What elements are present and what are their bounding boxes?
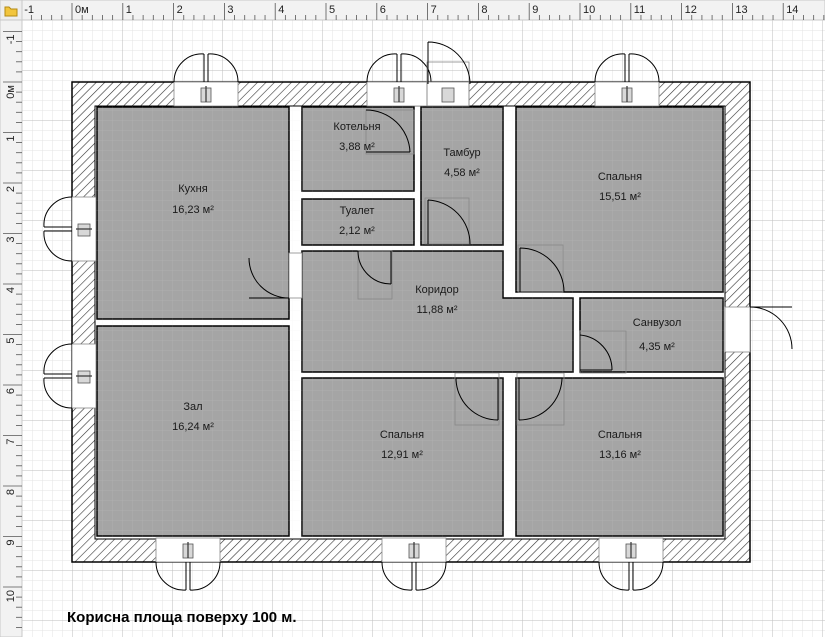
- door-icon[interactable]: [357, 250, 393, 300]
- ruler-label: 9: [532, 4, 538, 16]
- ruler-label: 12: [685, 4, 697, 16]
- ruler-label: 13: [735, 4, 747, 16]
- ruler-label: -1: [24, 4, 34, 16]
- room-name: Спальня: [598, 171, 642, 183]
- room-area: 2,12 м²: [339, 225, 375, 237]
- room-area: 12,91 м²: [381, 449, 423, 461]
- door-icon[interactable]: [426, 81, 470, 107]
- room-area: 3,88 м²: [339, 141, 375, 153]
- ruler-label: 0м: [75, 4, 89, 16]
- window-icon[interactable]: [598, 537, 664, 591]
- ruler-label: 6: [380, 4, 386, 16]
- room-name: Спальня: [598, 429, 642, 441]
- room-labels: Кухня 16,23 м² Котельня 3,88 м² Тамбур 4…: [172, 121, 681, 461]
- windows-layer: [43, 53, 744, 591]
- ruler-label: -1: [5, 35, 17, 45]
- window-icon[interactable]: [43, 343, 97, 409]
- door-icon[interactable]: [424, 197, 471, 245]
- floor-area-caption: Корисна площа поверху 100 м.: [67, 609, 297, 626]
- door-icon[interactable]: [365, 109, 415, 155]
- ruler-label: 3: [5, 237, 17, 243]
- room-area: 4,35 м²: [639, 341, 675, 353]
- door-icon[interactable]: [579, 330, 627, 374]
- room-area: 15,51 м²: [599, 191, 641, 203]
- doors-layer: [248, 41, 793, 426]
- room-area: 13,16 м²: [599, 449, 641, 461]
- ruler-label: 1: [5, 136, 17, 142]
- room-name: Туалет: [340, 205, 375, 217]
- ruler-label: 10: [583, 4, 595, 16]
- door-icon[interactable]: [724, 306, 793, 353]
- ruler-label: 5: [5, 338, 17, 344]
- room-name: Зал: [183, 401, 202, 413]
- door-icon[interactable]: [248, 252, 303, 299]
- ruler-label: 1: [126, 4, 132, 16]
- ruler-label: 7: [431, 4, 437, 16]
- door-icon[interactable]: [517, 244, 565, 293]
- door-icon[interactable]: [454, 372, 500, 426]
- room-bathroom[interactable]: [579, 297, 724, 373]
- room-name: Коридор: [415, 284, 458, 296]
- room-area: 16,24 м²: [172, 421, 214, 433]
- room-area: 11,88 м²: [417, 304, 458, 316]
- ruler-label: 14: [786, 4, 798, 16]
- door-icon[interactable]: [516, 372, 565, 426]
- room-name: Спальня: [380, 429, 424, 441]
- ruler-label: 7: [5, 439, 17, 445]
- ruler-label: 9: [5, 540, 17, 546]
- left-ruler: -1 0м 1 2 3 4 5 6 7 8 9 10: [0, 0, 23, 637]
- room-name: Котельня: [333, 121, 380, 133]
- ruler-label: 11: [634, 4, 645, 16]
- ruler-label: 3: [227, 4, 233, 16]
- room-area: 4,58 м²: [444, 167, 480, 179]
- folder-icon[interactable]: [0, 0, 23, 21]
- window-icon[interactable]: [43, 196, 97, 262]
- ruler-label: 10: [5, 590, 17, 602]
- window-icon[interactable]: [366, 53, 432, 107]
- door-icon[interactable]: [426, 41, 471, 107]
- room-name: Кухня: [178, 183, 207, 195]
- room-name: Санвузол: [633, 317, 682, 329]
- ruler-label: 8: [5, 489, 17, 495]
- wall-openings: [176, 320, 234, 325]
- window-icon[interactable]: [381, 537, 447, 591]
- window-icon[interactable]: [155, 537, 221, 591]
- window-icon[interactable]: [173, 53, 239, 107]
- ruler-label: 8: [481, 4, 487, 16]
- ruler-label: 2: [177, 4, 183, 16]
- room-name: Тамбур: [443, 147, 480, 159]
- ruler-label: 4: [278, 4, 284, 16]
- ruler-label: 5: [329, 4, 335, 16]
- ruler-label: 0м: [5, 85, 17, 99]
- window-icon[interactable]: [594, 53, 660, 107]
- ruler-label: 6: [5, 388, 17, 394]
- ruler-label: 4: [5, 287, 17, 293]
- ruler-label: 2: [5, 186, 17, 192]
- room-area: 16,23 м²: [172, 204, 214, 216]
